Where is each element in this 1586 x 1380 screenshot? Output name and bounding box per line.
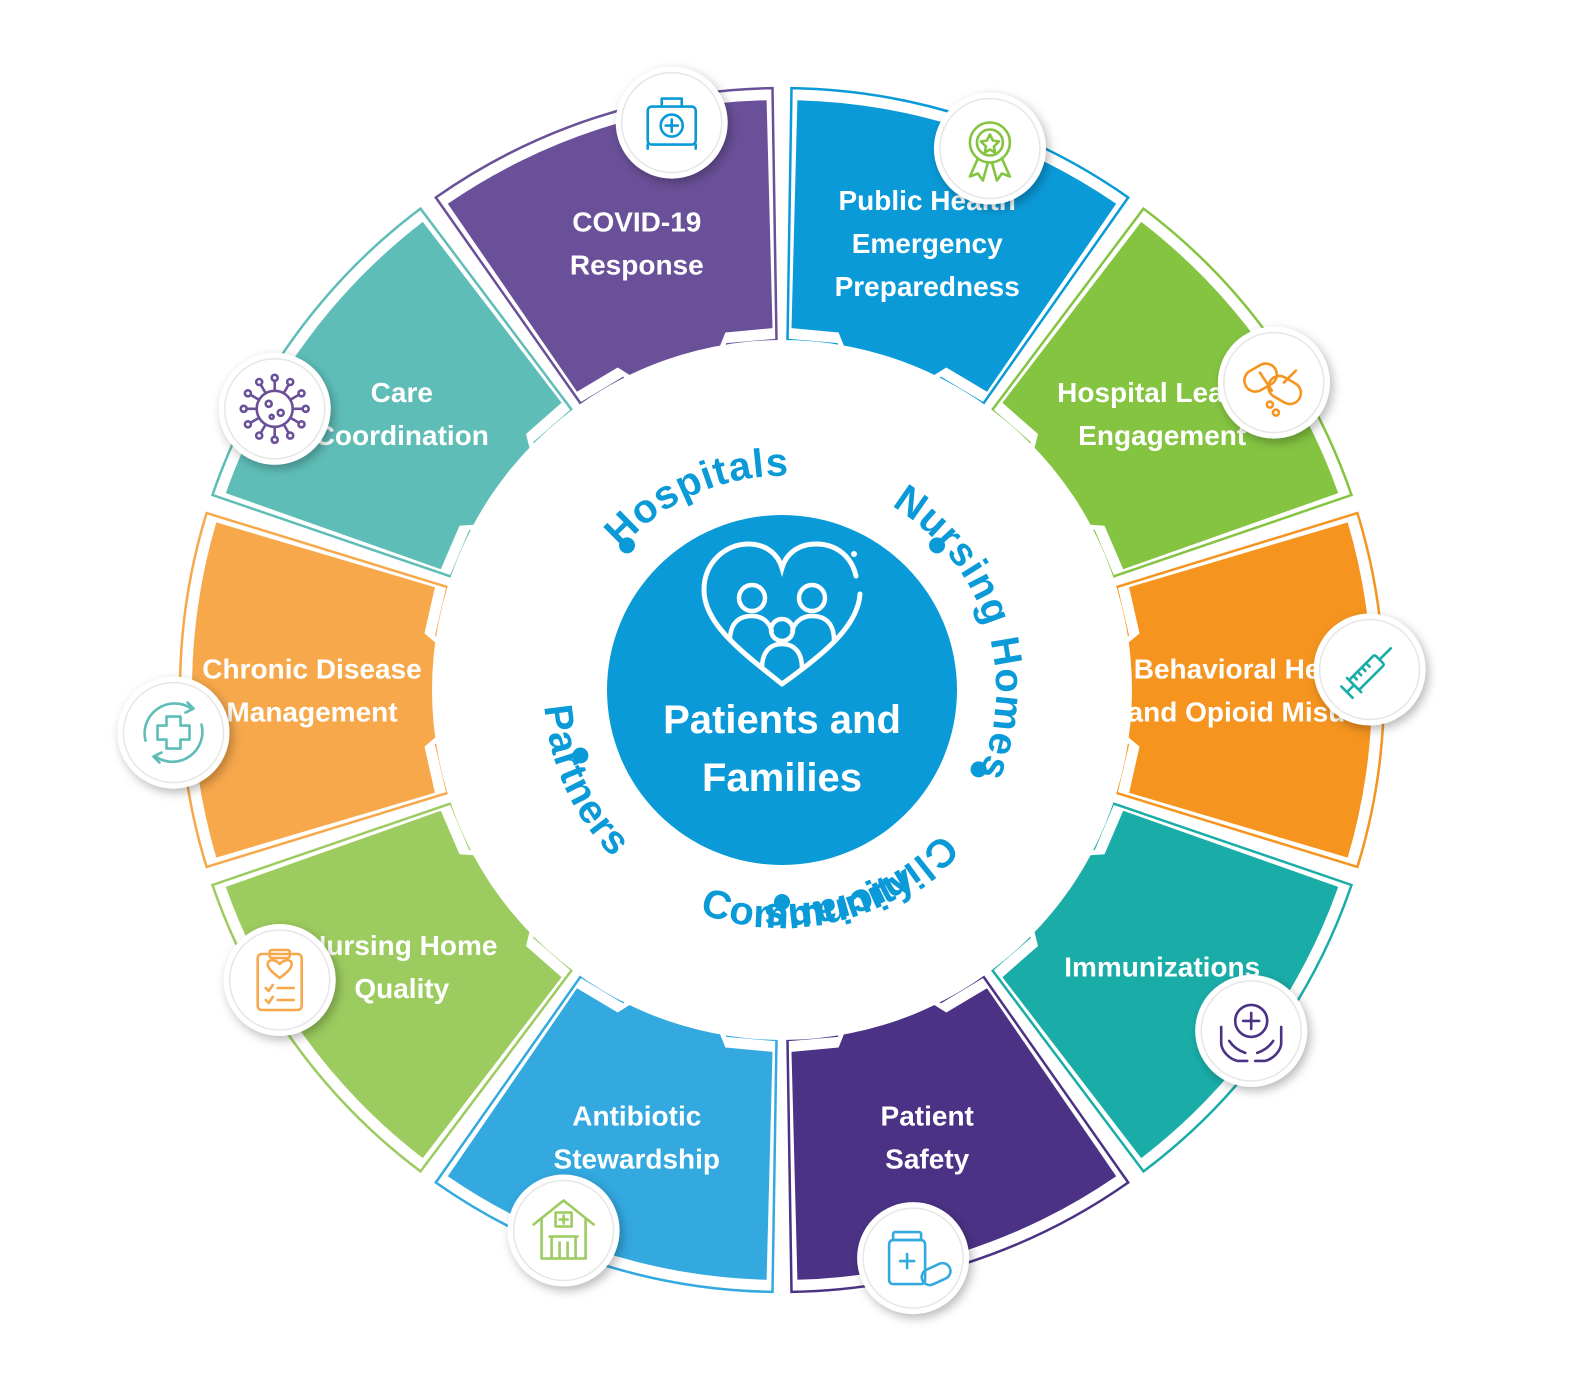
segment-label-covid: COVID-19 xyxy=(572,207,701,238)
segment-label-antibiotic: Antibiotic xyxy=(572,1101,701,1132)
icon-badge-immunizations xyxy=(1313,613,1426,726)
segment-label-public-health: Preparedness xyxy=(835,271,1020,302)
segment-fill-care-coordination xyxy=(225,221,562,570)
ring-separator-dot xyxy=(619,537,635,554)
nursing-home-building-icon xyxy=(532,1199,595,1260)
segment-fill-chronic-disease xyxy=(191,522,492,858)
first-aid-kit-icon xyxy=(646,97,698,150)
icons-layer xyxy=(117,66,1426,1315)
icon-badge-hospital-leader xyxy=(933,92,1046,205)
ring-separator-dot xyxy=(572,747,589,764)
segment-label-nursing-home-quality: Quality xyxy=(354,973,449,1004)
pills-icon xyxy=(1243,362,1303,417)
segment-label-nursing-home-quality: Nursing Home xyxy=(306,930,497,961)
icon-badge-public-health xyxy=(615,66,728,179)
icon-badge-chronic-disease xyxy=(223,924,336,1036)
icon-badge-nursing-home-quality xyxy=(507,1174,620,1287)
segment-immunizations[interactable]: Immunizations xyxy=(990,801,1354,1174)
segment-fill-nursing-home-quality xyxy=(225,810,562,1159)
virus-icon xyxy=(239,373,311,445)
syringe-icon xyxy=(1340,646,1393,700)
icon-badge-behavioral-health xyxy=(1217,326,1330,439)
segment-label-public-health: Emergency xyxy=(852,228,1003,259)
center-title-line: Patients and xyxy=(663,698,901,742)
segment-label-chronic-disease: Chronic Disease xyxy=(202,654,421,685)
segment-label-covid: Response xyxy=(570,250,704,281)
heart-family-icon xyxy=(701,541,863,687)
ring-separator-dot xyxy=(970,761,987,778)
cycle-cross-icon xyxy=(143,701,204,764)
medicine-bottle-icon xyxy=(887,1230,952,1287)
icon-badge-patient-safety xyxy=(1195,974,1308,1087)
segment-fill-behavioral-health xyxy=(1072,522,1373,858)
segment-fill-hospital-leader xyxy=(1002,221,1339,570)
segment-label-hospital-leader: Engagement xyxy=(1078,420,1246,451)
segment-label-patient-safety: Patient xyxy=(881,1101,974,1132)
center-circle xyxy=(607,515,957,865)
ring-separator-dot xyxy=(774,894,790,910)
segment-label-immunizations: Immunizations xyxy=(1064,951,1260,982)
ring-separator-dot xyxy=(929,537,945,554)
segments-layer: Public HealthEmergencyPreparednessHospit… xyxy=(178,86,1386,1294)
segment-label-care-coordination: Coordination xyxy=(315,420,489,451)
segment-label-patient-safety: Safety xyxy=(885,1144,969,1175)
segment-label-antibiotic: Stewardship xyxy=(554,1144,720,1175)
icon-badge-antibiotic xyxy=(857,1202,970,1315)
segment-fill-immunizations xyxy=(1002,810,1339,1159)
segment-fill-covid xyxy=(447,100,773,415)
clipboard-heart-icon xyxy=(256,948,304,1012)
hands-cross-icon xyxy=(1219,1003,1283,1063)
icon-badge-covid xyxy=(218,352,331,465)
center-title-line: Families xyxy=(702,756,862,800)
segment-fill-patient-safety xyxy=(791,965,1117,1280)
award-ribbon-icon xyxy=(968,121,1012,182)
segment-label-care-coordination: Care xyxy=(371,377,433,408)
segment-label-chronic-disease: Management xyxy=(226,697,397,728)
icon-badge-care-coordination xyxy=(117,676,230,789)
